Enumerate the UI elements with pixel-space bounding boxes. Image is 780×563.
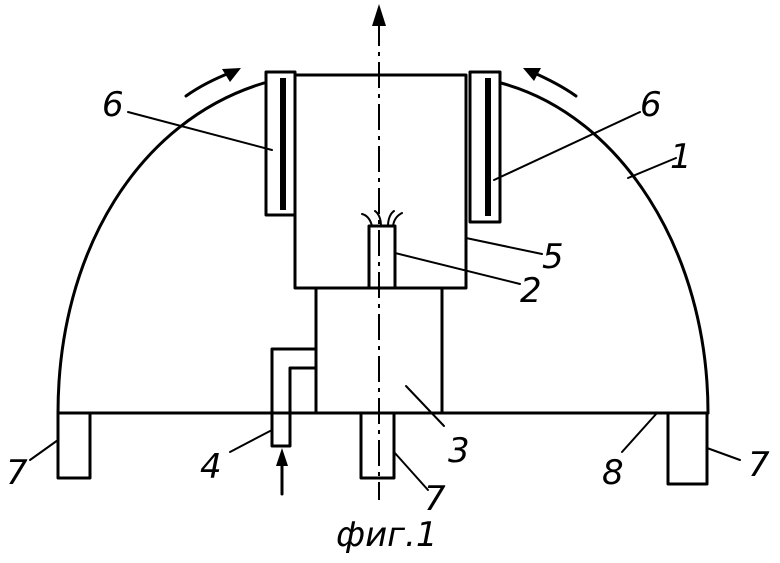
leader-base-block	[405, 385, 445, 427]
pad-right	[468, 70, 502, 224]
rod	[367, 224, 397, 290]
leader-base-plate	[621, 412, 658, 453]
leg-left	[56, 411, 92, 480]
leader-rod	[394, 252, 521, 285]
rotation-arrow-left-head	[222, 68, 241, 82]
upper-block	[293, 73, 468, 290]
inlet-pipe	[270, 347, 318, 448]
label-pad-left: 6	[102, 85, 124, 125]
label-dome: 1	[670, 137, 692, 177]
label-leg-left: 7	[6, 453, 28, 493]
rotation-arrow-right-head	[523, 68, 541, 81]
dome-outline	[56, 81, 266, 415]
leader-inlet	[229, 429, 273, 453]
rotation-arrow-right	[530, 70, 578, 98]
dome-outline-right	[499, 81, 710, 415]
label-rod: 2	[520, 271, 542, 311]
label-base-plate: 8	[602, 453, 624, 493]
pad-left	[264, 70, 297, 217]
label-inlet-pipe: 4	[200, 447, 222, 487]
leader-leg-left	[29, 439, 59, 461]
leader-leg-right	[706, 447, 741, 461]
label-leg-right: 7	[748, 445, 770, 485]
leader-pad-left	[127, 111, 273, 151]
leg-right	[666, 411, 709, 486]
leader-pad-right	[493, 111, 641, 181]
label-base-block: 3	[448, 431, 470, 471]
label-upper-block: 5	[542, 237, 564, 277]
label-pad-right: 6	[640, 85, 662, 125]
leg-center	[359, 411, 396, 480]
figure-caption: фиг.1	[336, 515, 437, 555]
inlet-arrow-head	[276, 448, 288, 466]
leader-dome	[627, 157, 677, 179]
leader-leg-center	[393, 451, 429, 491]
rotation-arrow-left	[184, 70, 234, 98]
label-leg-center: 7	[424, 479, 446, 519]
rod-wires	[361, 210, 403, 227]
axis-arrow-head	[372, 4, 386, 26]
leader-upper-block	[465, 237, 543, 255]
